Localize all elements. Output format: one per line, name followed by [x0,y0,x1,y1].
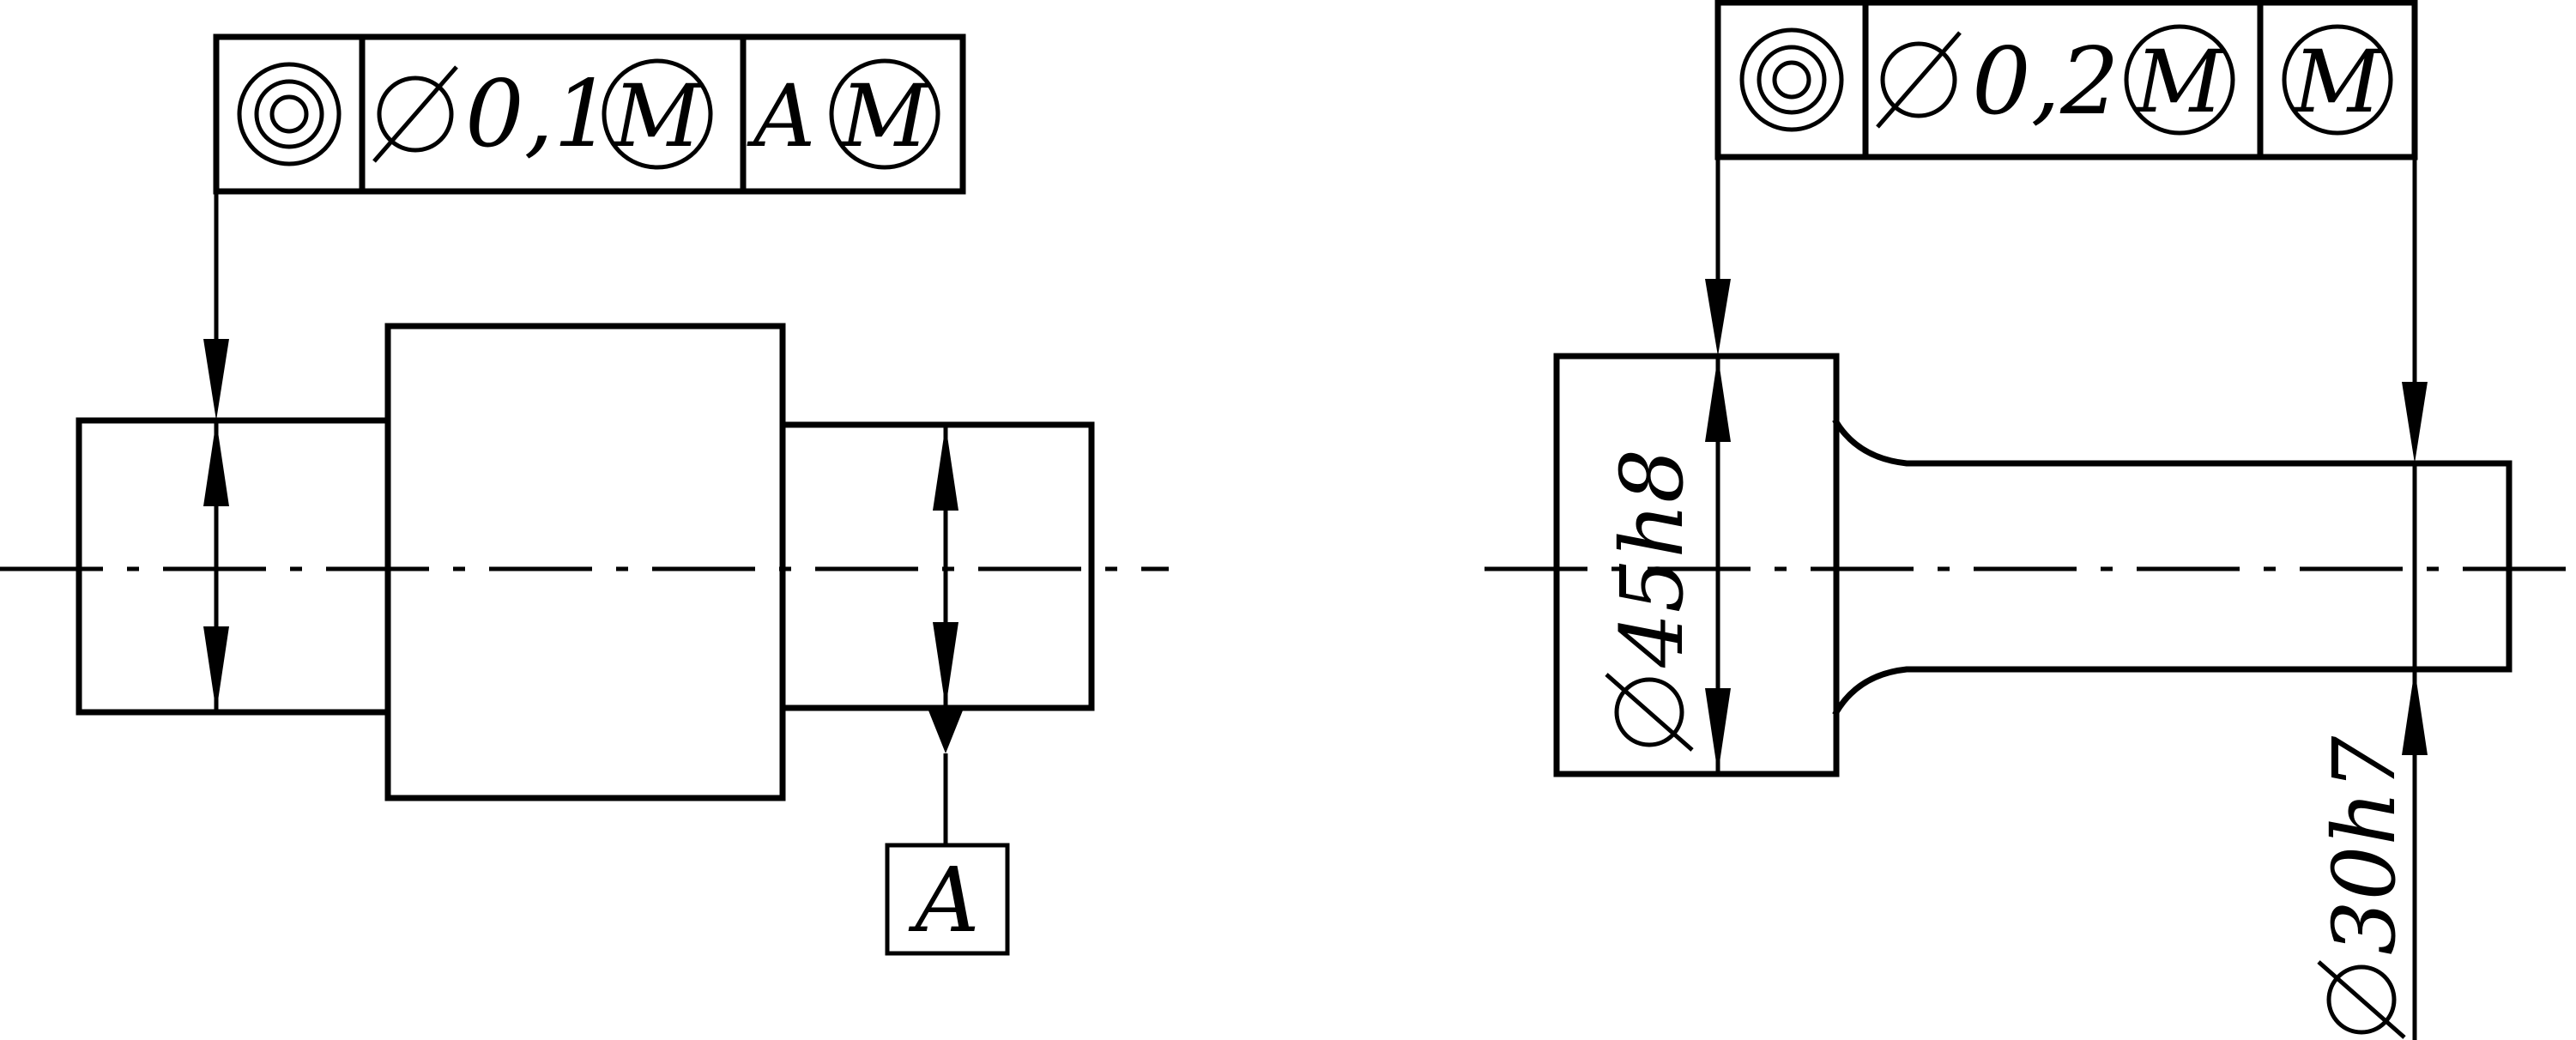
left-datum-letter: A [747,66,815,166]
left-feature-control-frame: 0,1 M A M [213,33,966,195]
dim-30-text: 30h7 [2314,735,2415,955]
diameter-icon [1876,31,1962,129]
right-datum-modifier-circle [2282,24,2393,136]
left-shaft-outline [76,323,1095,801]
left-datum-modifier-circle [829,58,940,170]
left-leader-arrow [203,339,229,420]
datum-label: A [908,848,979,952]
concentricity-icon [1739,27,1844,132]
right-feature-control-frame: 0,2 M M [1714,0,2418,160]
right-modifier-circle [2124,24,2235,136]
right-tolerance-modifier: M [2134,32,2226,132]
left-tolerance-modifier: M [612,66,704,166]
concentricity-icon [237,62,342,166]
dim-45-arrow-bottom [1705,688,1731,774]
right-section-arrow-top [933,425,958,511]
left-dim-arrow-top [203,420,229,506]
right-leader-left-arrow [1705,279,1731,356]
right-leader-right-arrow [2402,382,2428,463]
right-section-arrow-bottom [933,622,958,708]
diameter-icon [2326,964,2397,1035]
datum-feature-symbol: A [885,710,1010,956]
left-datum-modifier: M [839,66,931,166]
dim-45-arrow-top [1705,356,1731,442]
right-part: 0,2 M M 45h8 30h7 [1485,0,2576,1040]
diameter-icon [1614,677,1684,747]
right-datum-modifier: M [2292,32,2384,132]
left-modifier-circle [602,58,713,170]
left-part: 0,1 M A M A [0,33,1169,956]
dim-45-text: 45h8 [1602,449,1702,668]
left-dim-arrow-bottom [203,626,229,712]
dim-30-arrow [2402,669,2428,755]
dim-30-label: 30h7 [2314,735,2415,1039]
right-tolerance-value: 0,2 [1972,28,2119,136]
left-tolerance-value: 0,1 [465,61,613,168]
right-shaft-outline [1553,353,2513,777]
diameter-icon [372,65,458,163]
dim-45-label: 45h8 [1602,449,1702,752]
